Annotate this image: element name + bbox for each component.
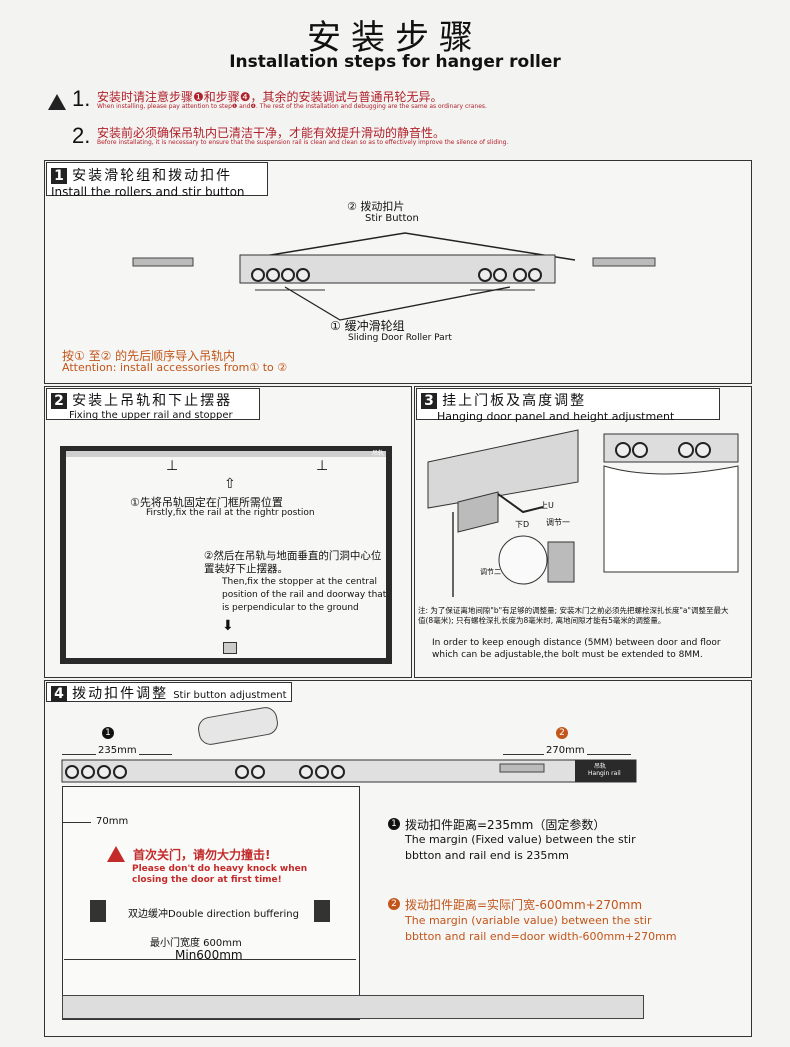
label-down: 下D <box>515 520 530 529</box>
info-1-en-2: bbtton and rail end is 235mm <box>405 849 569 862</box>
roller-label-cn: ① 缓冲滑轮组 <box>330 319 405 333</box>
stir-button-label-cn: ② 拨动扣片 <box>347 200 405 213</box>
rail-tag-cn: 吊轨 <box>594 763 607 770</box>
floor-rail <box>62 995 644 1019</box>
info-2-en-2: bbtton and rail end=door width-600mm+270… <box>405 930 677 943</box>
door-panel-detail <box>603 465 739 573</box>
step-2-en: Then,fix the stopper at the central posi… <box>222 577 387 613</box>
dim-235: 235mm <box>96 745 139 756</box>
roller-pointer-lines <box>284 286 511 321</box>
door-panel <box>62 786 360 1020</box>
section-1-number: 1 <box>51 168 67 184</box>
info-2-marker: 2 <box>388 898 400 910</box>
info-2-en-1: The margin (variable value) between the … <box>405 914 652 927</box>
section-3-header: 3 挂上门板及高度调整 Hanging door panel and heigh… <box>416 388 720 423</box>
rail-tag-en: Hangin rail <box>588 770 621 777</box>
note-2-cn: 安装前必须确保吊轨内已清洁干净，才能有效提升滑动的静音性。 <box>97 126 446 140</box>
section-1-title-cn: 安装滑轮组和拨动扣件 <box>72 168 233 184</box>
section-2-title-en: Fixing the upper rail and stopper <box>69 410 233 421</box>
stir-button-label-en: Stir Button <box>365 213 419 224</box>
section-4-number: 4 <box>51 686 67 702</box>
section-4-header: 4 拨动扣件调整 Stir button adjustment <box>46 682 292 702</box>
arrow-down-icon: ⬇ <box>222 618 234 634</box>
attention-en: Attention: install accessories from① to … <box>62 361 288 374</box>
hanging-rail-body <box>61 759 637 783</box>
section-3-note-en: In order to keep enough distance (5MM) b… <box>432 638 721 660</box>
right-screw-icon: ⊥ <box>316 458 329 474</box>
left-stir-clip <box>132 257 194 267</box>
note-2-number: 2. <box>72 123 91 148</box>
info-1-en-1: The margin (Fixed value) between the sti… <box>405 833 636 846</box>
marker-2: 2 <box>556 727 568 739</box>
left-buffer-icon <box>90 900 106 922</box>
rail-stir-clip <box>499 763 545 773</box>
left-screw-icon: ⊥ <box>166 458 179 474</box>
hanging-rail-diagram <box>61 759 637 783</box>
warning-icon <box>48 94 66 110</box>
roller-label-en: Sliding Door Roller Part <box>348 333 452 343</box>
section-2-header: 2 安装上吊轨和下止摆器 Fixing the upper rail and s… <box>46 388 260 421</box>
page-subtitle: Installation steps for hanger roller <box>229 52 561 72</box>
warn-en-1: Please don't do heavy knock when <box>132 864 308 874</box>
step-2-cn: ②然后在吊轨与地面垂直的门洞中心位置装好下止摆器。 <box>204 550 382 575</box>
section-2-number: 2 <box>51 393 67 409</box>
min-width-en: Min600mm <box>175 948 243 962</box>
stir-pointer-lines <box>239 232 576 261</box>
rail-section-3d <box>427 429 579 509</box>
right-wheel-group <box>478 268 542 282</box>
label-adjust-2: 调节二 <box>480 568 501 576</box>
note-2-en: Before installating, it is necessary to … <box>97 139 509 146</box>
section-3-title-cn: 挂上门板及高度调整 <box>442 393 587 409</box>
min-width-cn: 最小门宽度 600mm <box>150 938 242 949</box>
rail-end-tag <box>575 760 636 782</box>
warning-triangle-icon <box>107 846 125 862</box>
label-adjust-1: 调节一 <box>546 518 570 527</box>
step-1-en: Firstly,fix the rail at the rightr posti… <box>146 508 315 518</box>
right-stir-clip <box>592 257 656 267</box>
info-1-marker: 1 <box>388 818 400 830</box>
upper-rail <box>66 451 386 457</box>
info-2-cn: 拨动扣件距离=实际门宽-600mm+270mm <box>405 898 643 912</box>
step-1-cn: ①先将吊轨固定在门框所需位置 <box>130 496 283 509</box>
section-3-number: 3 <box>421 393 437 409</box>
section-1-title-en: Install the rollers and stir button <box>51 185 245 199</box>
warn-cn: 首次关门，请勿大力撞击! <box>133 848 271 862</box>
dim-line-70 <box>63 822 91 823</box>
stopper <box>223 642 237 654</box>
adjust-wrench <box>497 493 544 514</box>
rail-tag: 吊轨 <box>371 450 384 457</box>
note-1-en: When installing, please pay attention to… <box>97 103 487 110</box>
detail-wheels <box>615 442 711 458</box>
warn-en-2: closing the door at first time! <box>132 875 282 885</box>
door-hanging-diagram <box>427 429 739 597</box>
section-2-title-cn: 安装上吊轨和下止摆器 <box>72 393 233 409</box>
note-1-number: 1. <box>72 86 91 111</box>
roller-assembly-diagram <box>132 232 656 321</box>
door-opening <box>66 456 386 658</box>
section-3-note-cn: 注: 为了保证离地间隙"b"有足够的调整量; 安装木门之前必须先把螺栓深扎长度"… <box>418 606 729 625</box>
page-title: 安装步骤 <box>307 18 483 58</box>
dim-line-600 <box>64 959 356 960</box>
section-3-title-en: Hanging door panel and height adjustment <box>437 410 675 423</box>
zoom-detail-circle <box>498 535 548 585</box>
section-4-title-cn: 拨动扣件调整 <box>72 686 169 702</box>
section-1-header: 1 安装滑轮组和拨动扣件 Install the rollers and sti… <box>46 162 268 199</box>
dim-270: 270mm <box>544 745 587 756</box>
attention-cn: 按① 至② 的先后顺序导入吊轨内 <box>62 349 236 363</box>
right-buffer-icon <box>314 900 330 922</box>
zoom-block <box>547 541 575 583</box>
door-frame: 吊轨 <box>60 446 392 664</box>
mount-bracket <box>457 491 499 533</box>
marker-1: 1 <box>102 727 114 739</box>
left-wheel-group <box>251 268 310 282</box>
rail-wheels <box>65 765 345 779</box>
info-1-cn: 拨动扣件距离=235mm（固定参数） <box>405 818 606 832</box>
note-1-cn: 安装时请注意步骤❶和步骤❹，其余的安装调试与普通吊轮无异。 <box>97 90 443 104</box>
label-up: 上U <box>540 501 554 510</box>
section-4-title-en: Stir button adjustment <box>173 690 287 701</box>
arrow-up-icon: ⇧ <box>224 476 236 492</box>
buffer-label: 双边缓冲Double direction buffering <box>128 909 299 920</box>
dim-70: 70mm <box>96 816 129 827</box>
